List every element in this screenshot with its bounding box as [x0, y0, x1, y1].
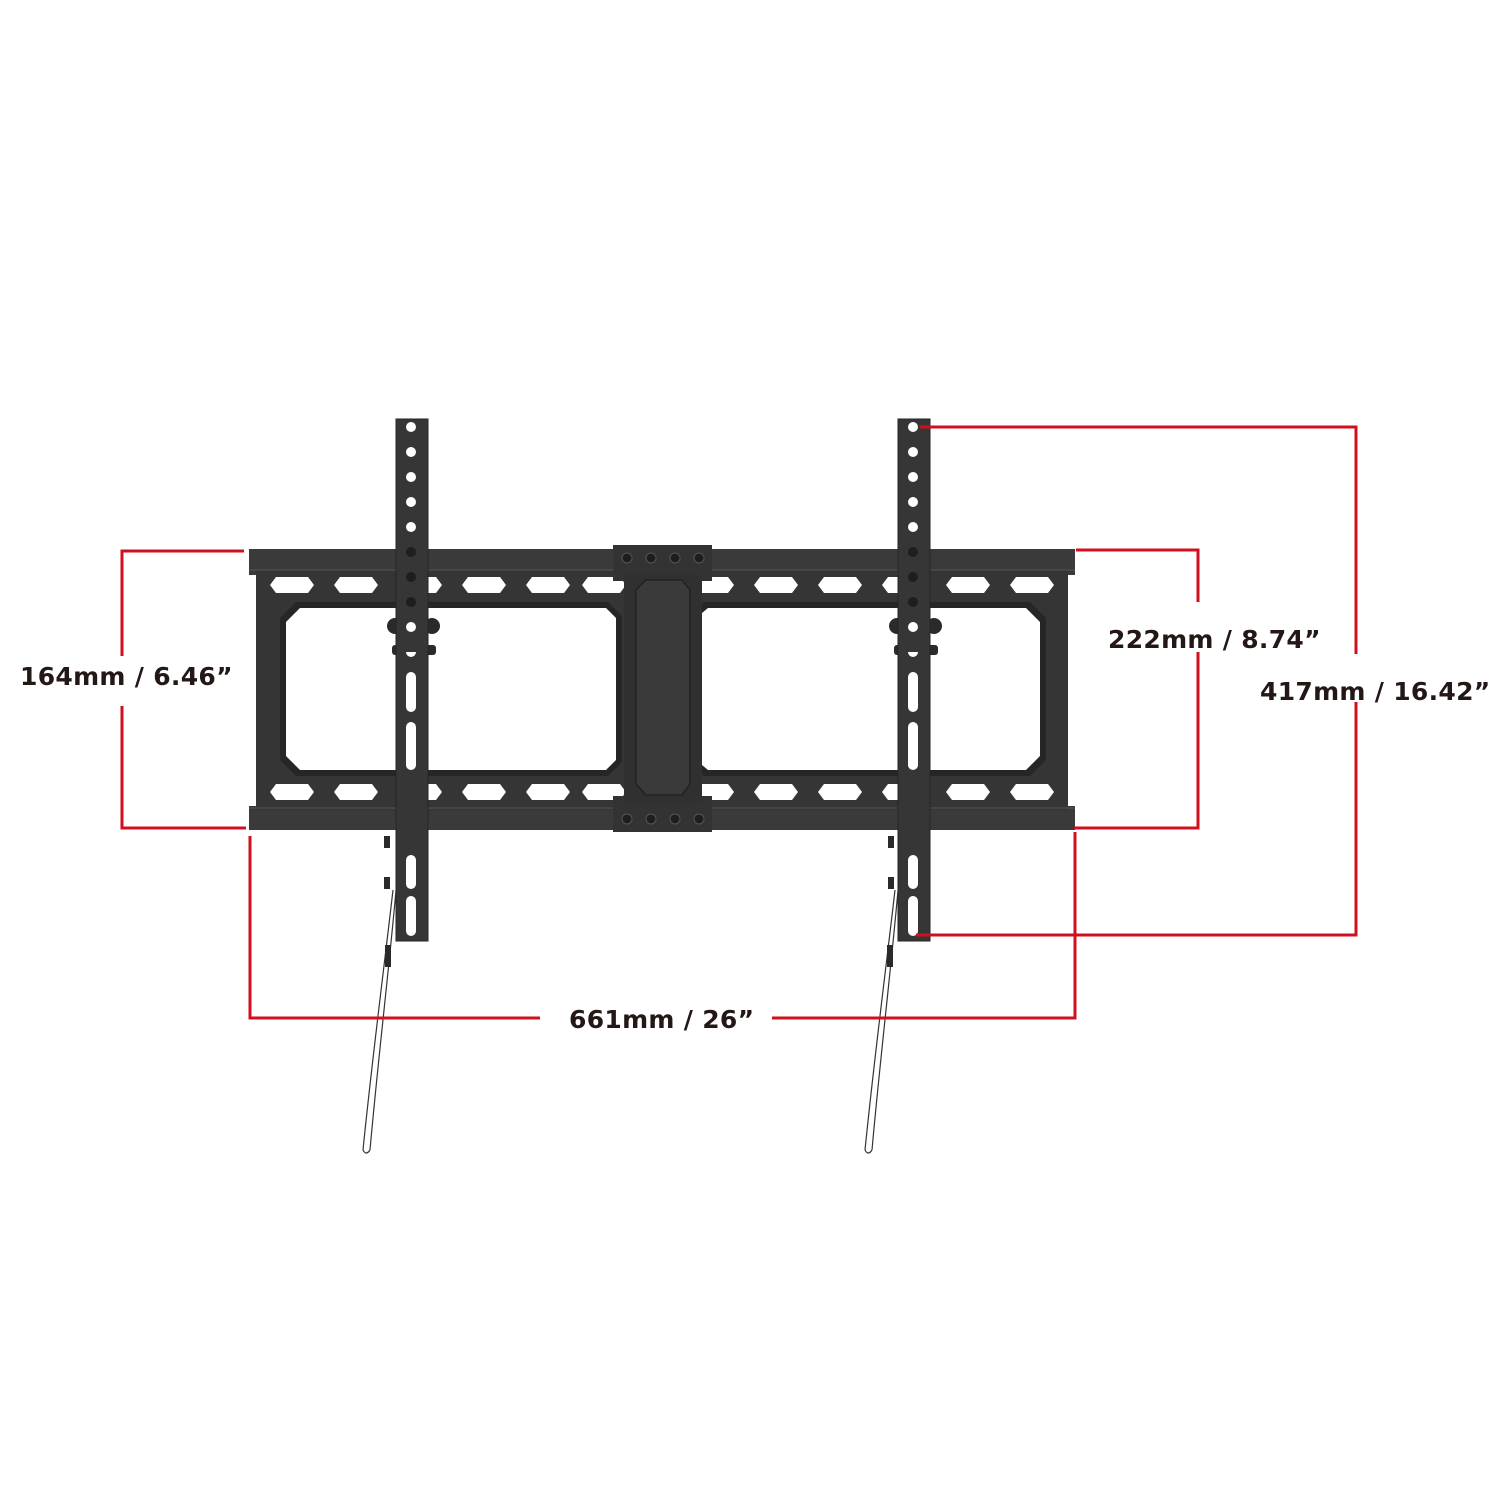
dimension-line-total-height — [916, 425, 1358, 937]
wall-plate-height-label: 164mm / 6.46” — [20, 662, 233, 691]
center-brace — [613, 545, 712, 832]
brace-rivets — [621, 552, 705, 825]
right-vertical-arm — [888, 418, 942, 942]
left-release-cord — [362, 889, 397, 1154]
wall-plate-width-label: 661mm / 26” — [569, 1005, 755, 1034]
right-release-cord — [864, 889, 899, 1154]
left-vertical-arm — [384, 418, 440, 942]
dimension-line-plate-height — [120, 549, 246, 830]
wall-plate — [249, 549, 1075, 830]
dimension-line-vesa-height — [1074, 548, 1200, 830]
arm-total-height-label: 417mm / 16.42” — [1260, 677, 1491, 706]
dimension-line-width — [248, 832, 1077, 1020]
vesa-height-label: 222mm / 8.74” — [1108, 625, 1321, 654]
